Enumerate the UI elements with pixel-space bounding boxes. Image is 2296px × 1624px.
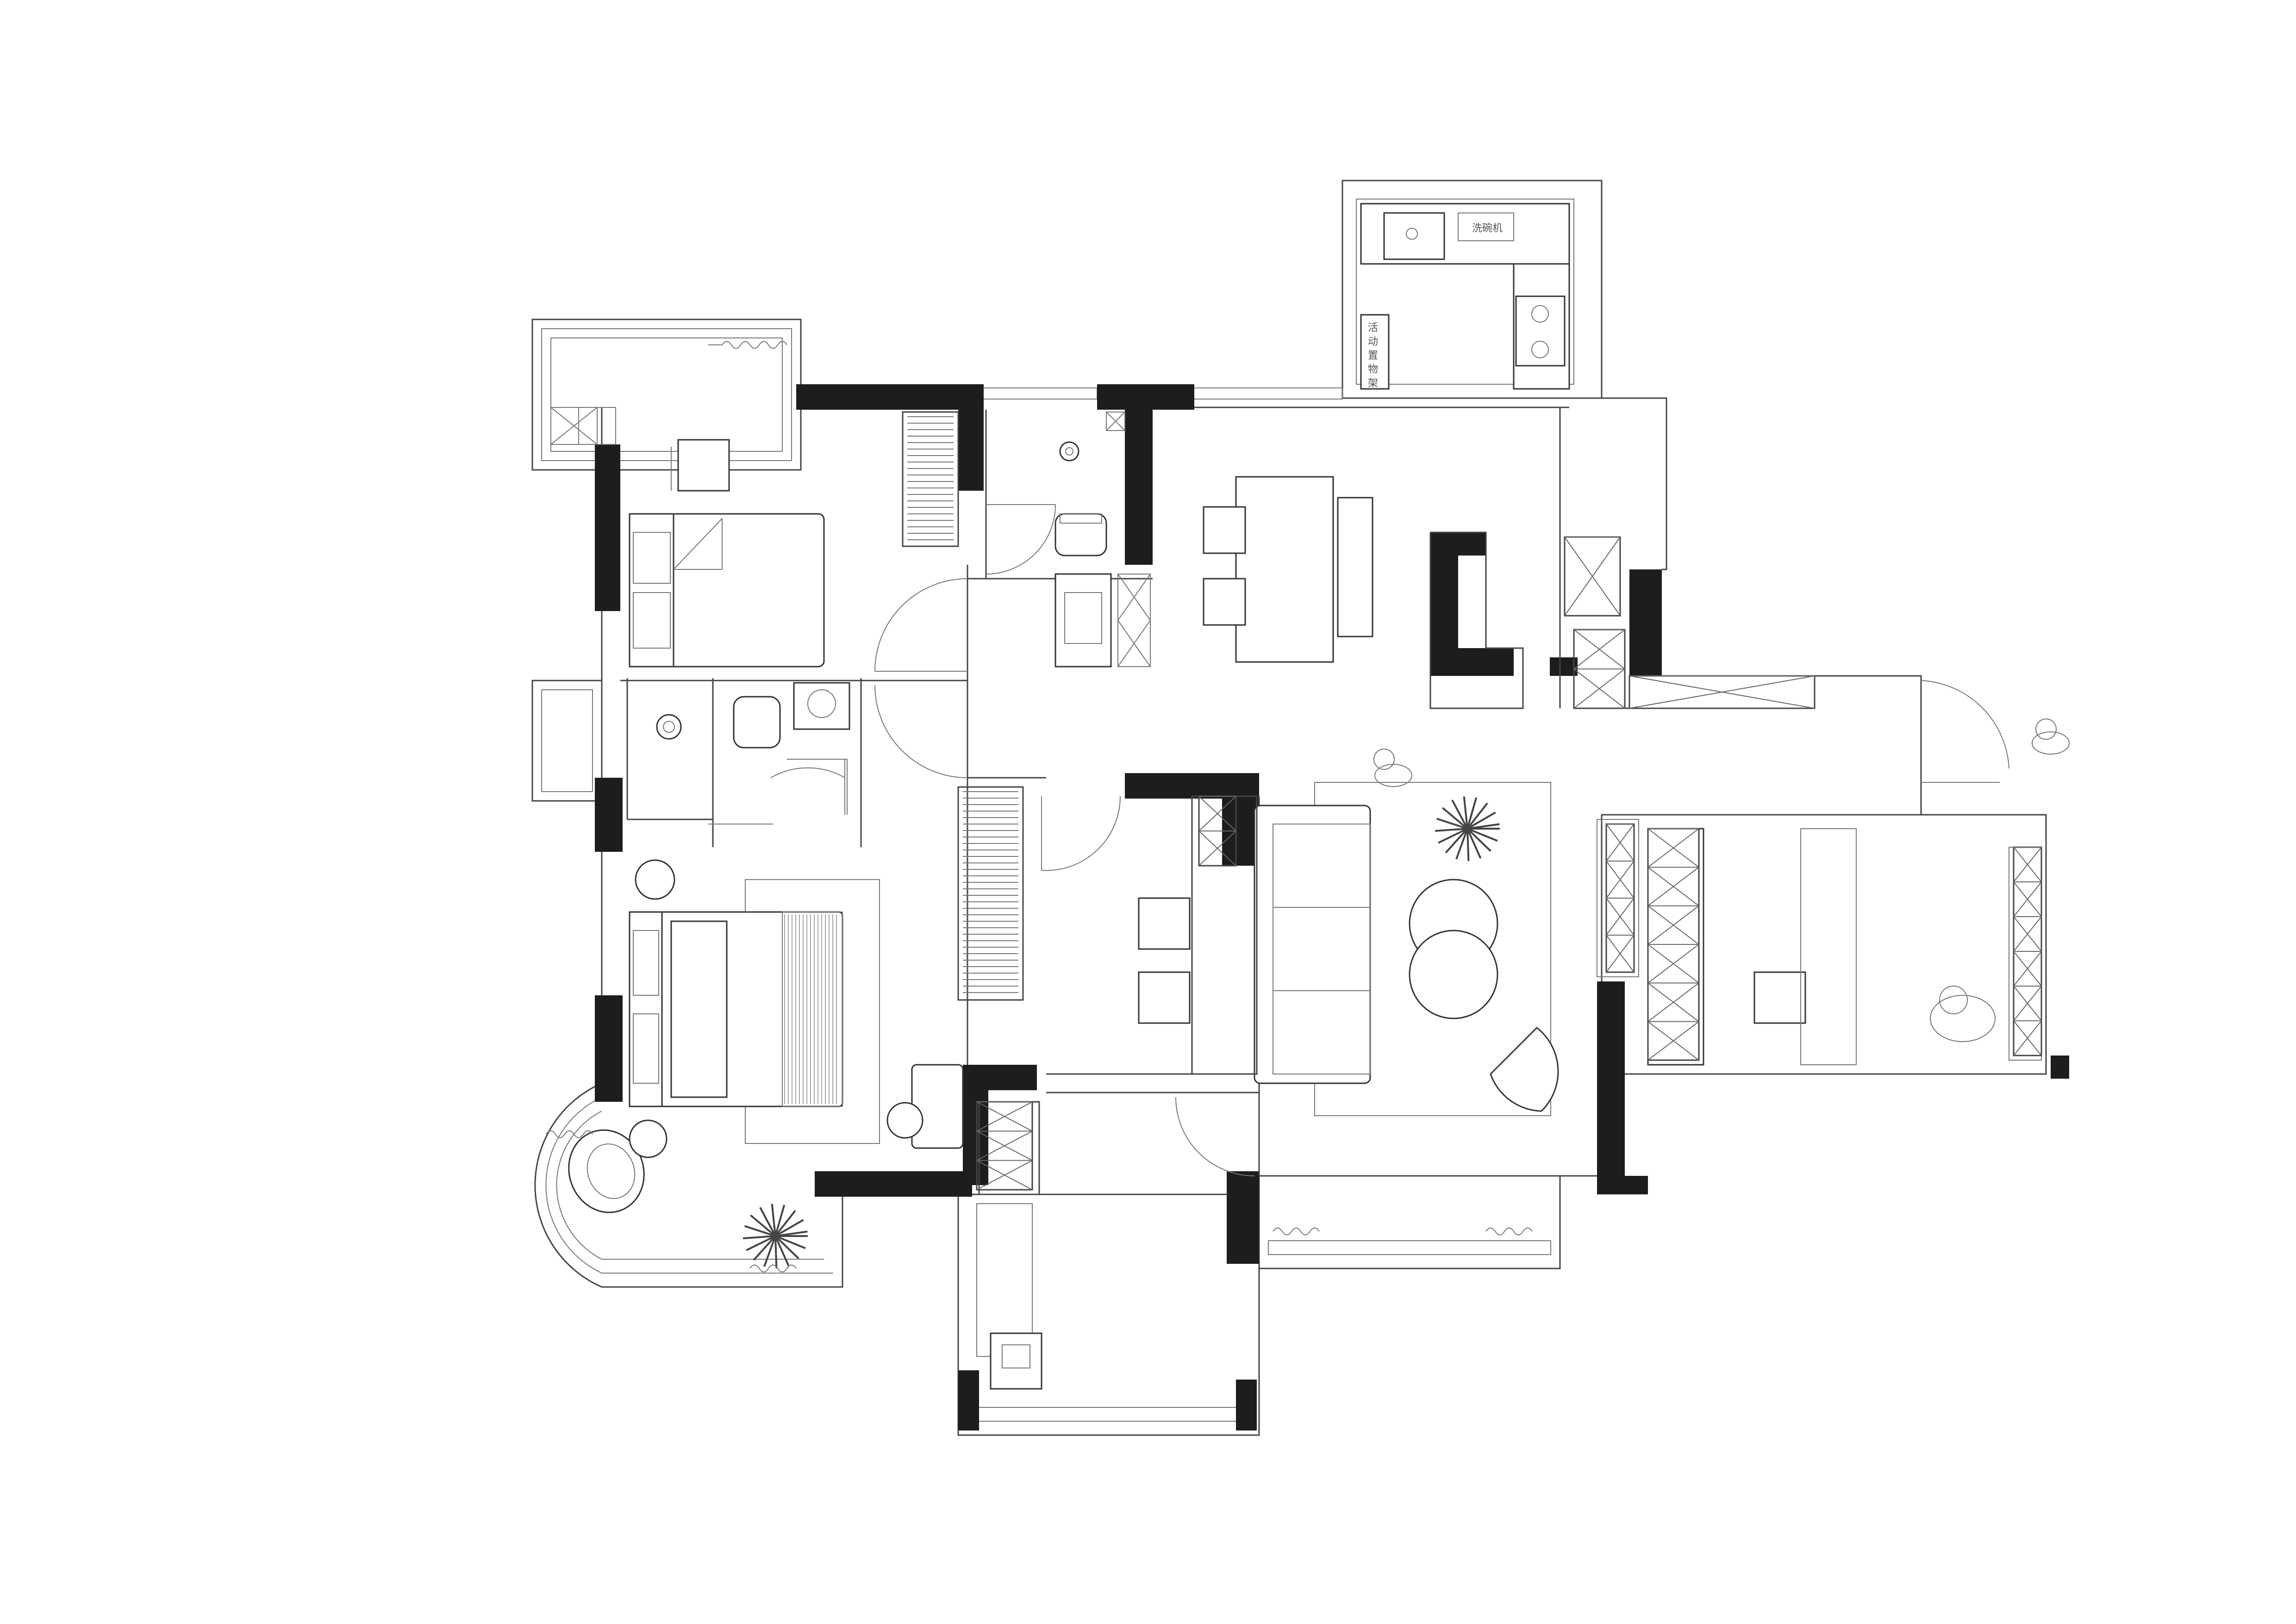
lower-hall: [976, 1101, 1042, 1390]
cabinet-label-3: 物: [1368, 364, 1378, 375]
person-figures: [1373, 718, 2070, 1042]
cabinet-label-1: 动: [1368, 336, 1378, 348]
outer-walls: [531, 180, 2047, 1436]
dishwasher-label: 洗碗机: [1472, 223, 1503, 234]
cabinet-label-0: 活: [1368, 322, 1378, 334]
cabinet-label-2: 置: [1368, 350, 1378, 362]
study: [957, 786, 1258, 1075]
kitchen: 洗碗机 活 动 置 物 架: [1360, 203, 1570, 390]
master-bedroom: [568, 859, 964, 1269]
counter: [1429, 531, 1524, 709]
dining: [1203, 476, 1373, 663]
right-room: [1597, 819, 2042, 1066]
structural-walls: [595, 384, 2069, 1430]
doors: [787, 504, 2009, 1176]
living-room: [1254, 782, 1559, 1116]
wardrobe-top: [902, 411, 959, 547]
bedroom-top-left: [550, 407, 825, 668]
cabinet-label-4: 架: [1368, 378, 1378, 389]
bathroom-top: [1054, 412, 1151, 668]
bathroom-mid: [656, 682, 850, 824]
window-arrows: [546, 341, 1533, 1273]
